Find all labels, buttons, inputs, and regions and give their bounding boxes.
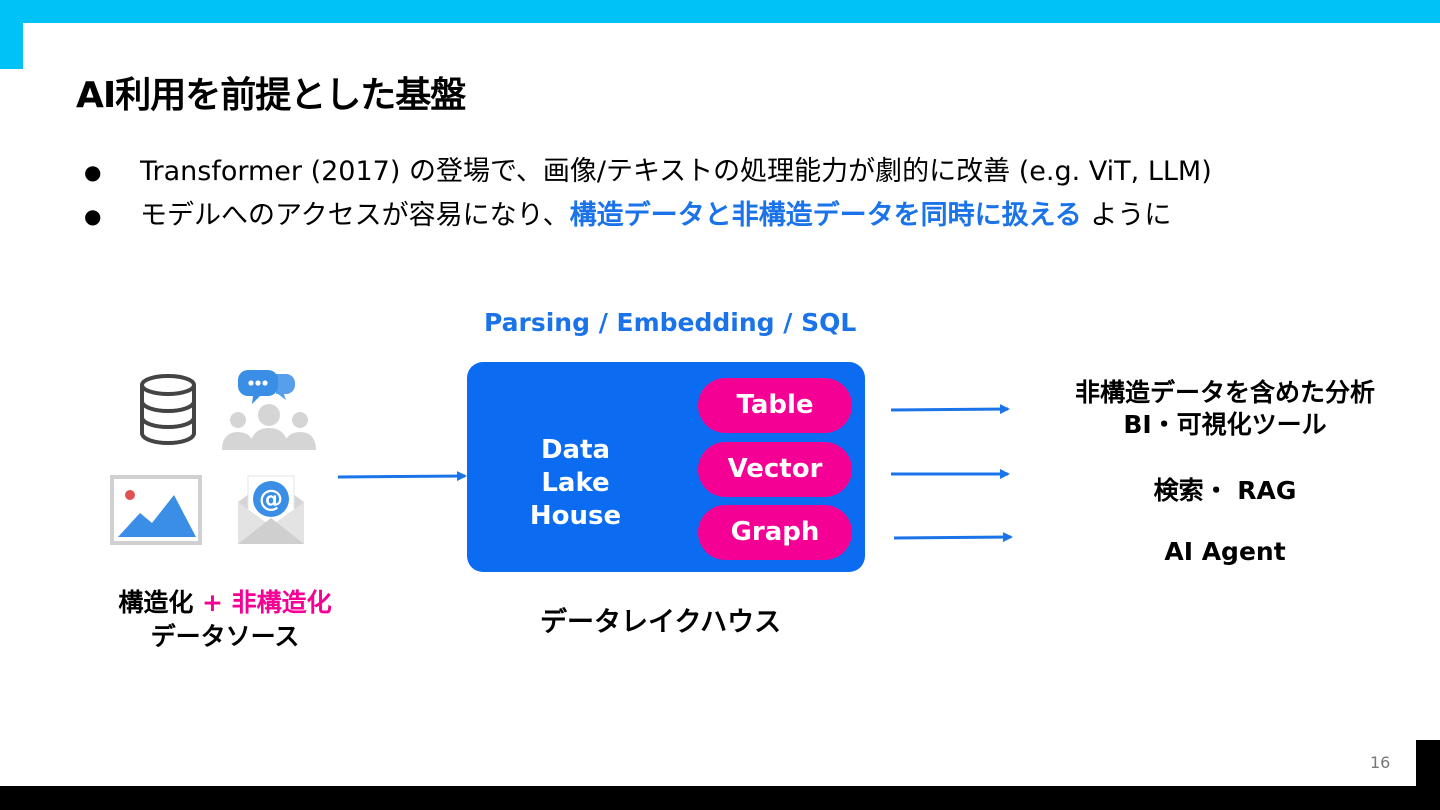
email-icon: @ [238, 475, 304, 544]
bullet-text: モデルへのアクセスが容易になり、構造データと非構造データを同時に扱える ように [140, 194, 1171, 238]
image-icon [110, 475, 202, 545]
bullet-text: Transformer (2017) の登場で、画像/テキストの処理能力が劇的に… [140, 156, 1212, 187]
lakehouse-title-line1: Data [540, 435, 611, 465]
slide-title: AI利用を前提とした基盤 [76, 75, 466, 116]
output-arrow-analysis [890, 404, 1010, 415]
output-agent-label: AI Agent [1164, 537, 1286, 566]
lakehouse-caption: データレイクハウス [540, 607, 782, 638]
output-arrow-agent [893, 532, 1013, 543]
graph-pill: Graph [698, 505, 852, 560]
lakehouse-title-line2: Lake House [529, 468, 622, 531]
svg-text:@: @ [259, 485, 283, 513]
source-caption-structured: 構造化 [118, 588, 194, 617]
source-caption-unstructured: + 非構造化 [193, 588, 332, 617]
bottom-right-accent [1416, 740, 1440, 786]
process-label: Parsing / Embedding / SQL [484, 308, 857, 337]
data-lakehouse-box: Data Lake House Table Vector Graph [467, 362, 865, 572]
lakehouse-title: Data Lake House [493, 434, 658, 533]
bullet-text-prefix: モデルへのアクセスが容易になり、 [140, 200, 570, 231]
bullet-marker: ● [84, 204, 102, 228]
bullet-highlight: 構造データと非構造データを同時に扱える [569, 200, 1082, 231]
bullet-marker: ● [84, 160, 102, 184]
page-number: 16 [1370, 753, 1391, 772]
vector-pill: Vector [698, 442, 852, 497]
top-left-accent [0, 23, 23, 69]
output-analysis-line1: 非構造データを含めた分析 [1074, 378, 1375, 407]
table-pill: Table [698, 378, 852, 433]
bottom-bar [0, 786, 1440, 810]
community-chat-icon [222, 370, 316, 450]
bullet-text-suffix: ように [1081, 200, 1172, 231]
input-arrow [337, 471, 467, 482]
source-caption-line2: データソース [150, 622, 300, 651]
output-analysis-label: 非構造データを含めた分析 BI・可視化ツール [1060, 377, 1390, 441]
top-accent-bar [0, 0, 1440, 23]
source-caption: 構造化 + 非構造化 データソース [100, 586, 350, 654]
database-icon [140, 374, 196, 445]
output-search-label: 検索・ RAG [1153, 476, 1297, 505]
output-analysis-line2: BI・可視化ツール [1123, 410, 1327, 439]
